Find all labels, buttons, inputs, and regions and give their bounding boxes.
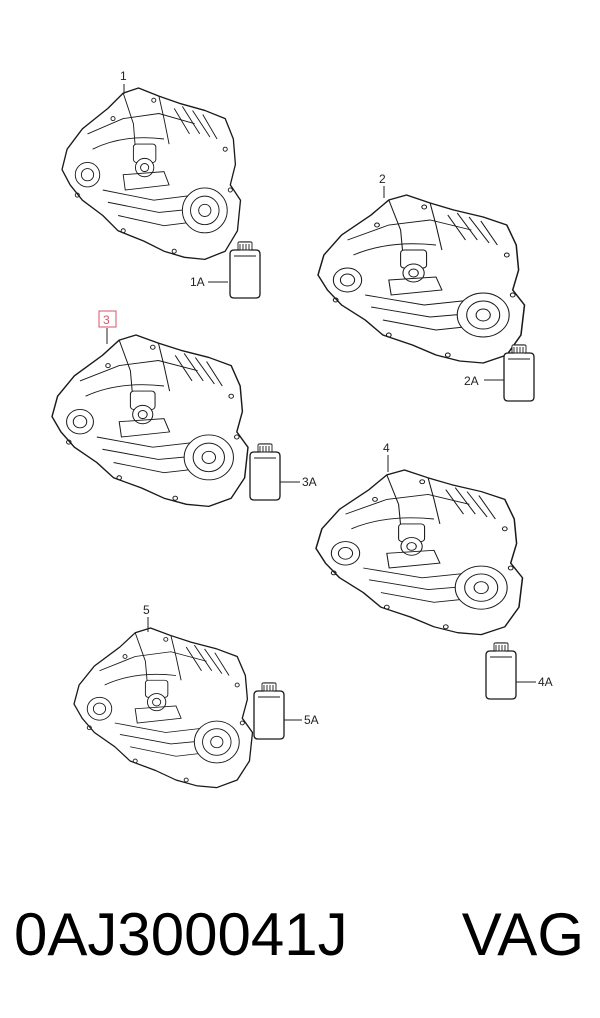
callout-1: 1	[120, 69, 127, 83]
gearbox-4-drawing	[315, 469, 524, 636]
oil-bottle-1a-drawing	[229, 241, 261, 299]
callout-1a: 1A	[190, 275, 205, 289]
callout-2: 2	[379, 172, 386, 186]
gearbox-2-drawing	[317, 194, 526, 364]
callout-2a: 2A	[464, 374, 479, 388]
gearbox-5-drawing	[73, 627, 254, 789]
gearbox-parts-diagram: 1 1A 2 2A 3 3A 4 4A 5 5A	[51, 69, 553, 789]
brand-name: VAG	[461, 901, 584, 968]
oil-bottle-2a-drawing	[503, 344, 535, 402]
part-number: 0AJ300041J	[14, 901, 348, 968]
callout-5: 5	[143, 603, 150, 617]
callout-4: 4	[383, 441, 390, 455]
oil-bottle-4a-drawing	[485, 642, 517, 700]
gearbox-1-drawing	[61, 87, 242, 261]
callout-3-highlight-box	[98, 310, 117, 328]
gearbox-3-drawing	[51, 334, 249, 508]
callout-3a: 3A	[302, 475, 317, 489]
callout-5a: 5A	[304, 713, 319, 727]
oil-bottle-5a-drawing	[253, 682, 285, 740]
oil-bottle-3a-drawing	[249, 443, 281, 501]
footer: 0AJ300041J VAG	[0, 890, 600, 980]
callout-3: 3	[103, 313, 110, 327]
callout-4a: 4A	[538, 675, 553, 689]
